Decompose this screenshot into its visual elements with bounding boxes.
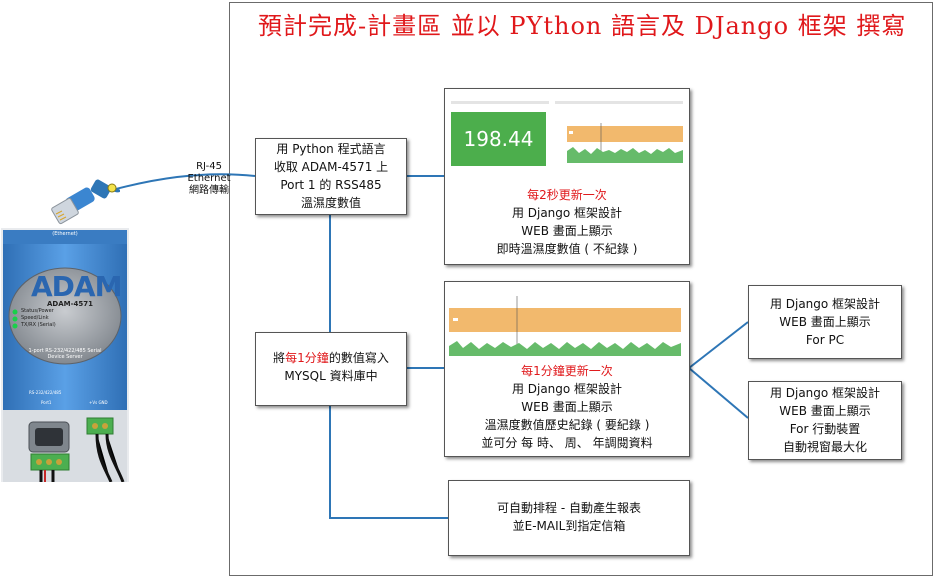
box-line: WEB 畫面上顯示 <box>445 222 689 240</box>
realtime-chart-thumbnail <box>567 123 683 163</box>
box-line: WEB 畫面上顯示 <box>445 398 689 416</box>
box-line: MYSQL 資料庫中 <box>256 367 406 385</box>
network-label-line: 網路傳輸 <box>186 185 232 197</box>
box-line: 用 Python 程式語言 <box>256 140 406 158</box>
box-line: 收取 ADAM-4571 上 <box>256 158 406 176</box>
box-line: 將每1分鐘的數值寫入 <box>256 349 406 367</box>
box-line: For PC <box>749 331 901 349</box>
text-part: 將 <box>273 351 285 365</box>
history-description: 每1分鐘更新一次 用 Django 框架設計 WEB 畫面上顯示 溫濕度數值歷史… <box>445 362 689 452</box>
box-line: WEB 畫面上顯示 <box>749 402 901 420</box>
device-top-label: (Ethernet) <box>1 231 129 237</box>
refresh-rate-text: 每2秒更新一次 <box>445 186 689 204</box>
refresh-rate-text: 每1分鐘更新一次 <box>445 362 689 380</box>
line-history-to-pc <box>689 322 748 368</box>
box-line: 溫濕度數值歷史紀錄 ( 要紀錄 ) <box>445 416 689 434</box>
history-chart-thumbnail <box>449 296 685 356</box>
box-line: 用 Django 框架設計 <box>749 384 901 402</box>
realtime-description: 每2秒更新一次 用 Django 框架設計 WEB 畫面上顯示 即時溫濕度數值 … <box>445 186 689 258</box>
report-email-box: 可自動排程 - 自動產生報表 並E-MAIL到指定信箱 <box>448 480 690 556</box>
box-line: 溫濕度數值 <box>256 194 406 212</box>
box-line: 用 Django 框架設計 <box>445 380 689 398</box>
network-label: RJ-45 Ethernet 網路傳輸 <box>186 161 232 197</box>
led-label: Status/Power <box>21 308 56 315</box>
box-line: 自動視窗最大化 <box>749 438 901 456</box>
history-display-box: 每1分鐘更新一次 用 Django 框架設計 WEB 畫面上顯示 溫濕度數值歷史… <box>444 281 690 457</box>
rj45-connector-icon <box>48 178 120 226</box>
line-history-to-mobile <box>689 368 748 418</box>
device-port-label: RS-232/422/485 <box>29 390 61 395</box>
device-brand-logo: ADAM <box>31 270 121 303</box>
device-model: ADAM-4571 <box>47 300 93 308</box>
box-line: 用 Django 框架設計 <box>749 295 901 313</box>
box-line: 並E-MAIL到指定信箱 <box>449 517 689 535</box>
pc-view-box: 用 Django 框架設計 WEB 畫面上顯示 For PC <box>748 285 902 359</box>
network-label-line: Ethernet <box>186 173 232 185</box>
device-caption-line: Device Server <box>1 354 129 360</box>
realtime-display-box: 198.44 每2秒更新一次 用 Django 框架設計 WEB 畫面上顯示 即… <box>444 88 690 265</box>
text-part: 的數值寫入 <box>329 351 389 365</box>
adam-device: (Ethernet) ADAM ADAM-4571 Status/Power S… <box>1 228 129 482</box>
box-line: 即時溫濕度數值 ( 不紀錄 ) <box>445 240 689 258</box>
box-line: 並可分 每 時、 周、 年調閱資料 <box>445 434 689 452</box>
mysql-writer-box: 將每1分鐘的數值寫入 MYSQL 資料庫中 <box>255 332 407 406</box>
device-caption: 1-port RS-232/422/485 Serial Device Serv… <box>1 348 129 360</box>
realtime-value-tile: 198.44 <box>451 112 546 166</box>
box-line: WEB 畫面上顯示 <box>749 313 901 331</box>
preview-header-bar <box>451 101 549 104</box>
device-led-labels: Status/Power Speed/Link TX/RX (Serial) <box>21 308 56 329</box>
device-port-label: +Vs GND <box>89 400 108 405</box>
python-collector-box: 用 Python 程式語言 收取 ADAM-4571 上 Port 1 的 RS… <box>255 138 407 215</box>
box-line: 用 Django 框架設計 <box>445 204 689 222</box>
box-line: For 行動裝置 <box>749 420 901 438</box>
line-ethernet-cable <box>112 174 255 190</box>
mobile-view-box: 用 Django 框架設計 WEB 畫面上顯示 For 行動裝置 自動視窗最大化 <box>748 381 902 460</box>
highlight-text: 每1分鐘 <box>285 351 329 365</box>
box-line: Port 1 的 RSS485 <box>256 176 406 194</box>
device-port-label: Port1 <box>41 400 51 405</box>
preview-header-bar <box>555 101 683 104</box>
line-mysql-to-report <box>330 405 448 518</box>
box-line: 可自動排程 - 自動產生報表 <box>449 499 689 517</box>
led-label: Speed/Link <box>21 315 56 322</box>
network-label-line: RJ-45 <box>186 161 232 173</box>
led-label: TX/RX (Serial) <box>21 322 56 329</box>
